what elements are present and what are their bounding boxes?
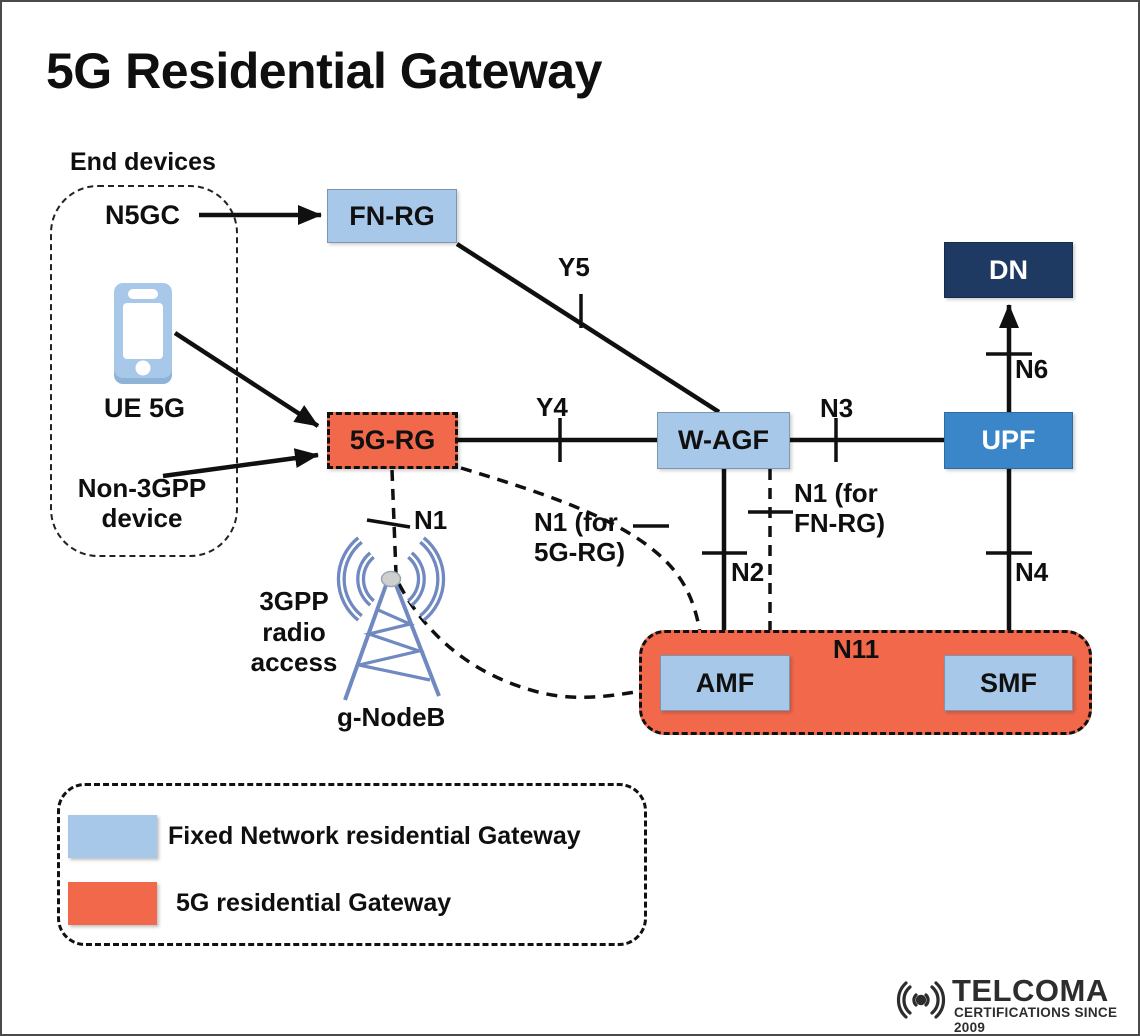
node-fn-rg: FN-RG	[327, 189, 457, 243]
link-label-n2: N2	[731, 557, 765, 587]
link-label-n1-for-5grg: N1 (for 5G-RG)	[534, 507, 625, 567]
link-label-n1-for-fnrg: N1 (for FN-RG)	[794, 478, 885, 538]
link-y4	[458, 418, 657, 462]
link-label-y5: Y5	[558, 252, 590, 282]
link-label-n11: N11	[833, 634, 880, 664]
ue-5g-label: UE 5G	[104, 393, 186, 423]
telcoma-logo-icon	[896, 981, 946, 1019]
legend-label-fixed-network: Fixed Network residential Gateway	[168, 822, 581, 850]
link-label-n1: N1	[414, 505, 448, 535]
legend-swatch-5g-gateway	[68, 882, 157, 925]
link-label-n6: N6	[1015, 354, 1049, 384]
end-devices-label: End devices	[70, 148, 216, 176]
legend	[57, 783, 647, 946]
legend-label-5g-gateway: 5G residential Gateway	[176, 889, 452, 917]
non-3gpp-device-label: Non-3GPP device	[77, 473, 207, 533]
gnodeb-antenna-icon	[336, 536, 446, 701]
link-label-n4: N4	[1015, 557, 1049, 587]
node-smf: SMF	[944, 655, 1073, 711]
legend-swatch-fixed-network	[68, 815, 157, 858]
telcoma-logo-tagline: CERTIFICATIONS SINCE 2009	[954, 1005, 1118, 1035]
link-label-y4: Y4	[536, 392, 568, 422]
gnodeb-label: g-NodeB	[337, 702, 446, 732]
n5gc-label: N5GC	[105, 200, 181, 230]
node-5g-rg: 5G-RG	[327, 412, 458, 469]
radio-access-label: 3GPP radio access	[250, 586, 338, 678]
link-n3	[790, 418, 944, 462]
telcoma-logo-name: TELCOMA	[952, 973, 1109, 1008]
page-title: 5G Residential Gateway	[46, 43, 602, 99]
link-n1-5grg-gnodeb	[366, 469, 411, 575]
link-label-n3: N3	[820, 393, 854, 423]
node-amf: AMF	[660, 655, 790, 711]
node-w-agf: W-AGF	[657, 412, 790, 469]
node-dn: DN	[944, 242, 1073, 298]
link-gnodeb-to-amf	[397, 583, 659, 699]
node-upf: UPF	[944, 412, 1073, 469]
